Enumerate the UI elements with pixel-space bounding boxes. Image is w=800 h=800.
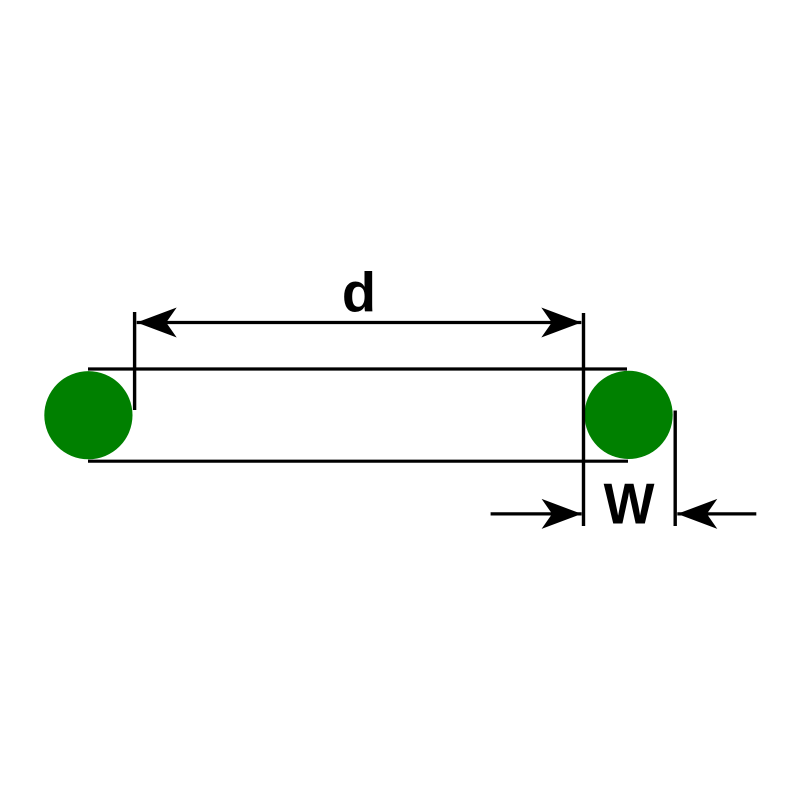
oring-cross-section-left bbox=[44, 371, 133, 460]
w-arrowhead-right bbox=[677, 498, 718, 529]
d-arrowhead-right bbox=[541, 307, 582, 338]
d-arrowhead-left bbox=[136, 307, 177, 338]
w-arrowhead-left bbox=[541, 498, 582, 529]
d-dimension-label: d bbox=[342, 260, 376, 323]
w-dimension-label: W bbox=[604, 472, 655, 536]
oring-cross-section-right bbox=[584, 370, 673, 459]
